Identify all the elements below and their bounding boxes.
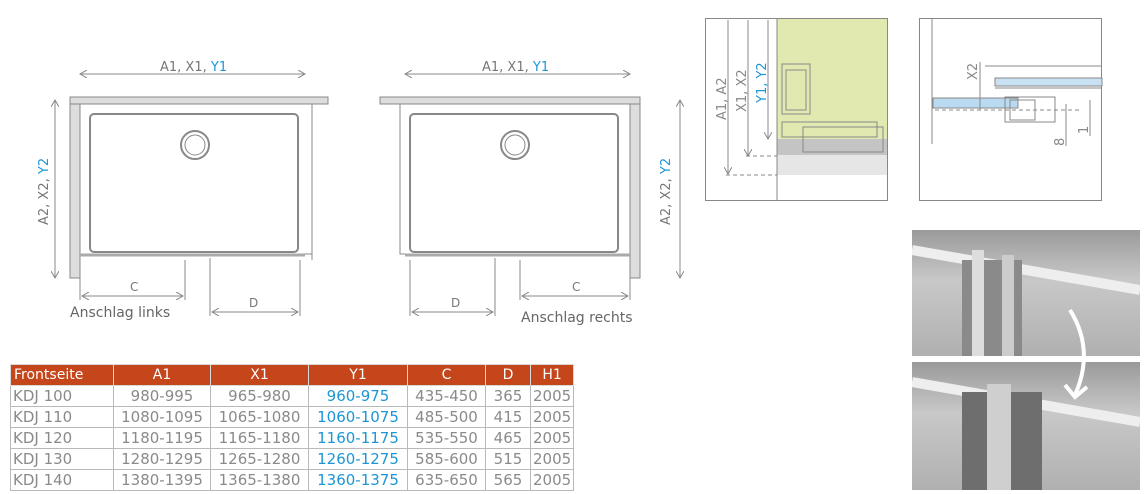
table-cell: 2005 bbox=[529, 385, 575, 407]
profile-detail-vertical bbox=[705, 18, 888, 201]
table-cell: KDJ 120 bbox=[10, 427, 114, 449]
dim-c-label: C bbox=[572, 280, 580, 294]
table-cell: 1180-1195 bbox=[113, 427, 211, 449]
label-y1-y2: Y1, Y2 bbox=[755, 62, 770, 104]
table-cell: 980-995 bbox=[113, 385, 211, 407]
shower-plan-left bbox=[55, 74, 329, 316]
table-cell: 1260-1275 bbox=[308, 448, 408, 470]
table-cell: KDJ 100 bbox=[10, 385, 114, 407]
wall-profile bbox=[69, 96, 329, 105]
table-cell: 1365-1380 bbox=[210, 469, 309, 491]
column-header: H1 bbox=[529, 364, 575, 386]
shower-plan-right bbox=[379, 74, 680, 316]
table-cell: 1360-1375 bbox=[308, 469, 408, 491]
table-cell: 2005 bbox=[529, 427, 575, 449]
table-cell: 635-650 bbox=[407, 469, 486, 491]
column-header: A1 bbox=[113, 364, 211, 386]
table-cell: 965-980 bbox=[210, 385, 309, 407]
column-header: X1 bbox=[210, 364, 309, 386]
caption-anschlag-links: Anschlag links bbox=[70, 305, 170, 321]
table-cell: 1280-1295 bbox=[113, 448, 211, 470]
shower-tray bbox=[89, 113, 299, 253]
magnetic-seal-photo-closed bbox=[911, 362, 1141, 490]
column-header: D bbox=[485, 364, 531, 386]
table-cell: 960-975 bbox=[308, 385, 408, 407]
height-label: A2, X2, Y2 bbox=[659, 158, 674, 225]
width-label: A1, X1, Y1 bbox=[482, 60, 549, 75]
table-cell: 2005 bbox=[529, 406, 575, 428]
dim-d-label: D bbox=[249, 296, 258, 310]
table-cell: 1265-1280 bbox=[210, 448, 309, 470]
label-x2: X2 bbox=[966, 63, 981, 80]
label-8: 8 bbox=[1053, 138, 1068, 146]
table-cell: 565 bbox=[485, 469, 531, 491]
table-cell: 485-500 bbox=[407, 406, 486, 428]
table-cell: 1165-1180 bbox=[210, 427, 309, 449]
table-cell: KDJ 140 bbox=[10, 469, 114, 491]
drain-icon bbox=[500, 130, 530, 160]
dim-d-label: D bbox=[451, 296, 460, 310]
table-cell: 365 bbox=[485, 385, 531, 407]
label-a1-a2: A1, A2 bbox=[715, 77, 730, 120]
magnetic-seal-photo-open bbox=[911, 230, 1141, 356]
height-label: A2, X2, Y2 bbox=[37, 158, 52, 225]
table-cell: 2005 bbox=[529, 469, 575, 491]
table-cell: 1160-1175 bbox=[308, 427, 408, 449]
table-header-row: Frontseite A1 X1 Y1 C D H1 bbox=[10, 364, 575, 386]
table-cell: 2005 bbox=[529, 448, 575, 470]
table-cell: 1080-1095 bbox=[113, 406, 211, 428]
table-cell: KDJ 130 bbox=[10, 448, 114, 470]
curved-arrow-icon bbox=[1063, 308, 1089, 400]
column-header: C bbox=[407, 364, 486, 386]
label-1: 1 bbox=[1077, 126, 1092, 134]
label-x1-x2: X1, X2 bbox=[735, 69, 750, 112]
caption-anschlag-rechts: Anschlag rechts bbox=[521, 310, 633, 326]
table-cell: KDJ 110 bbox=[10, 406, 114, 428]
column-header: Frontseite bbox=[10, 364, 114, 386]
width-label: A1, X1, Y1 bbox=[160, 60, 227, 75]
table-cell: 435-450 bbox=[407, 385, 486, 407]
profile-detail-horizontal bbox=[919, 18, 1103, 201]
table-cell: 1065-1080 bbox=[210, 406, 309, 428]
table-cell: 515 bbox=[485, 448, 531, 470]
dim-c-label: C bbox=[130, 280, 138, 294]
column-header: Y1 bbox=[308, 364, 408, 386]
table-cell: 1060-1075 bbox=[308, 406, 408, 428]
table-cell: 585-600 bbox=[407, 448, 486, 470]
table-cell: 1380-1395 bbox=[113, 469, 211, 491]
drain-icon bbox=[180, 130, 210, 160]
table-cell: 415 bbox=[485, 406, 531, 428]
table-cell: 535-550 bbox=[407, 427, 486, 449]
table-cell: 465 bbox=[485, 427, 531, 449]
